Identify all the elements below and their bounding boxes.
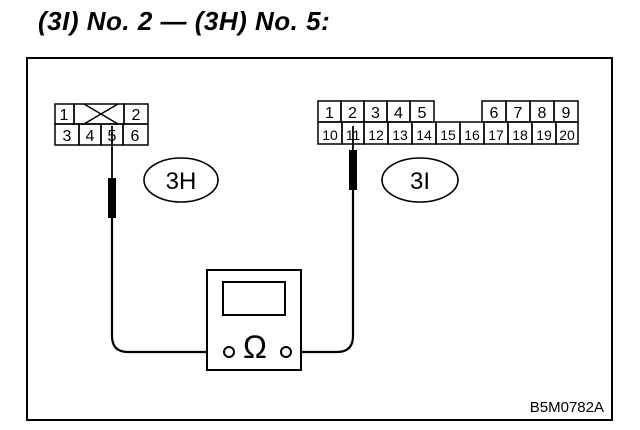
3h-pin-4: 4 [86, 128, 95, 145]
3i-pin-16: 16 [464, 127, 480, 143]
ohm-symbol: Ω [243, 329, 267, 365]
3i-pin-13: 13 [392, 127, 408, 143]
3h-pin-2: 2 [132, 107, 141, 124]
3i-pin-8: 8 [538, 105, 547, 122]
3h-blank-cross [83, 103, 119, 125]
figure-reference: B5M0782A [530, 399, 604, 416]
3i-pin-2: 2 [348, 105, 357, 122]
3i-pin-19: 19 [536, 127, 552, 143]
3h-pin-6: 6 [131, 128, 140, 145]
3i-pin-9: 9 [562, 105, 571, 122]
diagram-frame [26, 57, 613, 421]
3i-label-ellipse [381, 157, 459, 203]
3i-pin-18: 18 [512, 127, 528, 143]
meter-terminal-left [223, 346, 235, 358]
3i-pin-14: 14 [416, 127, 432, 143]
3i-pin-20-cell [555, 121, 579, 145]
3h-pin-6-cell [122, 123, 149, 146]
3i-pin-17: 17 [488, 127, 504, 143]
page-title: (3I) No. 2 — (3H) No. 5: [38, 6, 331, 36]
3h-label: 3H [166, 168, 197, 195]
3h-label-ellipse [143, 157, 219, 203]
connector-3h: 1 2 3 4 5 6 [54, 103, 149, 146]
right-probe-lead [292, 190, 355, 354]
3h-pin-1: 1 [60, 107, 69, 124]
3i-pin-20: 20 [559, 127, 575, 143]
ohmmeter-icon: Ω [206, 269, 302, 371]
3i-pin-3: 3 [371, 105, 380, 122]
left-test-probe [108, 126, 224, 354]
3i-pin-1: 1 [325, 105, 334, 122]
left-probe-handle [108, 178, 116, 218]
3i-pin-12: 12 [368, 127, 384, 143]
meter-display [222, 281, 286, 316]
left-probe-lead [110, 218, 224, 354]
3h-pin-3: 3 [63, 128, 72, 145]
3h-blank-cell [73, 103, 125, 125]
3i-pin-15: 15 [440, 127, 456, 143]
3i-pin-10: 10 [322, 127, 338, 143]
3i-pin-4: 4 [394, 105, 403, 122]
right-probe-handle [349, 150, 357, 190]
3i-pin-7: 7 [514, 105, 523, 122]
right-test-probe [292, 126, 357, 354]
3i-pin-5: 5 [418, 105, 427, 122]
3i-pin-6: 6 [490, 105, 499, 122]
3i-label: 3I [410, 168, 430, 195]
meter-terminal-right [280, 346, 292, 358]
